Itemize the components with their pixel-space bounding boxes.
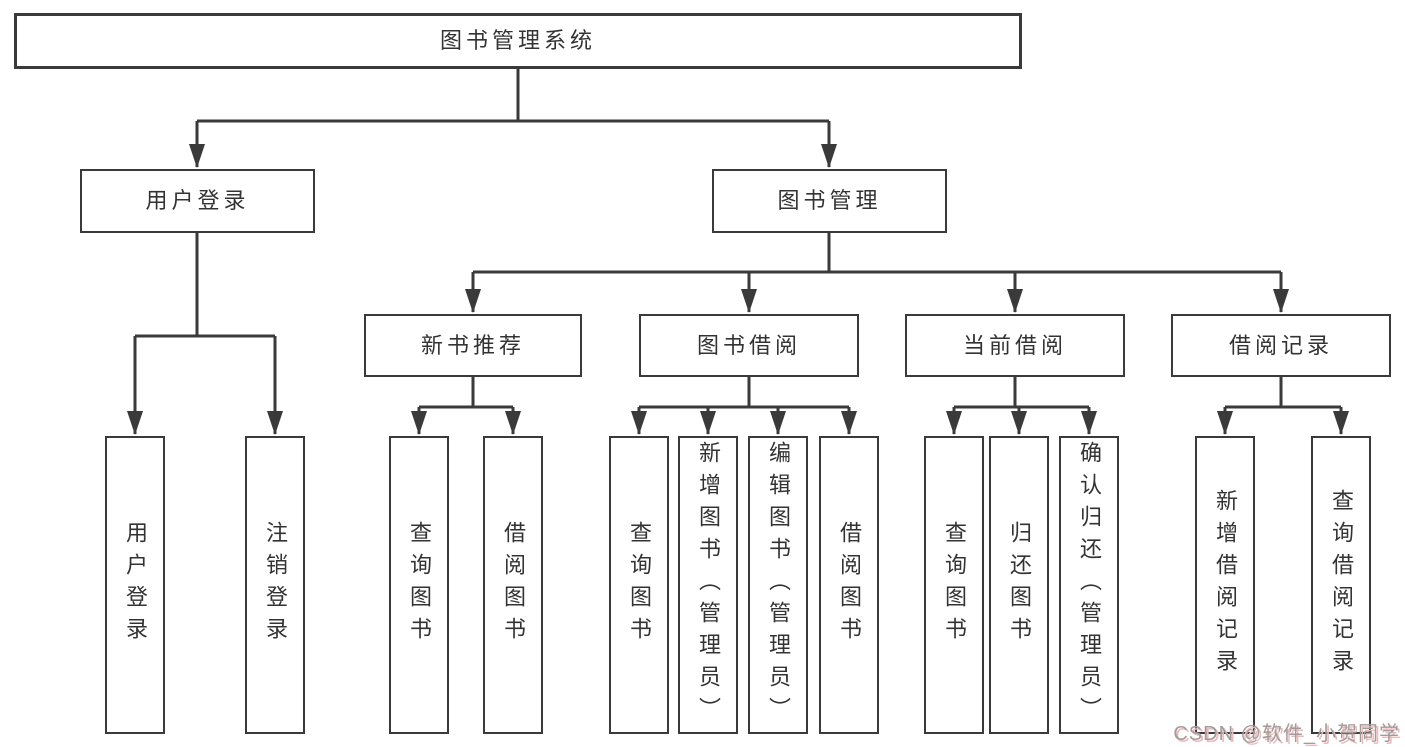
connector-borrow-branch	[631, 377, 857, 435]
node-current-borrow-label: 当前借阅	[962, 332, 1067, 358]
leaf-borrow-query-books-label: 查询图书	[627, 521, 652, 649]
leaf-current-return-books: 归还图书	[989, 436, 1049, 734]
node-book-management: 图书管理	[712, 169, 947, 233]
node-borrow-records-label: 借阅记录	[1228, 332, 1333, 358]
node-new-book-recommend: 新书推荐	[364, 314, 582, 377]
node-book-management-label: 图书管理	[777, 188, 882, 213]
leaf-borrow-add-books-admin: 新增图书（管理员）	[678, 436, 738, 734]
node-root-label: 图书管理系统	[439, 28, 596, 53]
leaf-rec-borrow-books: 借阅图书	[483, 436, 543, 734]
leaf-borrow-edit-books-admin-label: 编辑图书（管理员）	[766, 441, 791, 729]
connector-current-branch	[946, 377, 1097, 435]
leaf-borrow-edit-books-admin: 编辑图书（管理员）	[748, 436, 808, 734]
connector-login-branch	[127, 233, 283, 435]
leaf-borrow-query-books: 查询图书	[609, 436, 669, 734]
leaf-current-confirm-return-admin-label: 确认归还（管理员）	[1077, 441, 1102, 729]
node-book-borrow: 图书借阅	[639, 314, 859, 377]
node-borrow-records: 借阅记录	[1171, 314, 1391, 377]
node-user-login: 用户登录	[80, 169, 315, 233]
leaf-borrow-lend-books: 借阅图书	[819, 436, 879, 734]
leaf-current-return-books-label: 归还图书	[1007, 521, 1032, 649]
leaf-records-query-record-label: 查询借阅记录	[1329, 489, 1354, 681]
connector-root-to-level2	[189, 68, 837, 168]
leaf-rec-query-books: 查询图书	[389, 436, 449, 734]
leaf-current-confirm-return-admin: 确认归还（管理员）	[1059, 436, 1119, 734]
node-root: 图书管理系统	[14, 13, 1022, 69]
leaf-current-query-books: 查询图书	[924, 436, 984, 734]
node-current-borrow: 当前借阅	[905, 314, 1125, 377]
csdn-watermark: CSDN @软件_小贺同学	[1173, 723, 1400, 745]
leaf-rec-borrow-books-label: 借阅图书	[501, 521, 526, 649]
leaf-user-login-label: 用户登录	[123, 521, 148, 649]
leaf-current-query-books-label: 查询图书	[942, 521, 967, 649]
leaf-user-login: 用户登录	[105, 436, 165, 734]
connector-records-branch	[1217, 377, 1349, 435]
leaf-borrow-lend-books-label: 借阅图书	[837, 521, 862, 649]
leaf-logout: 注销登录	[245, 436, 305, 734]
leaf-records-query-record: 查询借阅记录	[1311, 436, 1371, 734]
connector-mgmt-to-level3	[465, 233, 1289, 313]
node-new-book-recommend-label: 新书推荐	[420, 332, 525, 358]
leaf-logout-label: 注销登录	[263, 521, 288, 649]
leaf-records-add-record: 新增借阅记录	[1195, 436, 1255, 734]
connector-rec-branch	[411, 377, 521, 435]
node-book-borrow-label: 图书借阅	[696, 332, 801, 358]
leaf-rec-query-books-label: 查询图书	[407, 521, 432, 649]
leaf-records-add-record-label: 新增借阅记录	[1213, 489, 1238, 681]
leaf-borrow-add-books-admin-label: 新增图书（管理员）	[696, 441, 721, 729]
node-user-login-label: 用户登录	[145, 188, 250, 213]
